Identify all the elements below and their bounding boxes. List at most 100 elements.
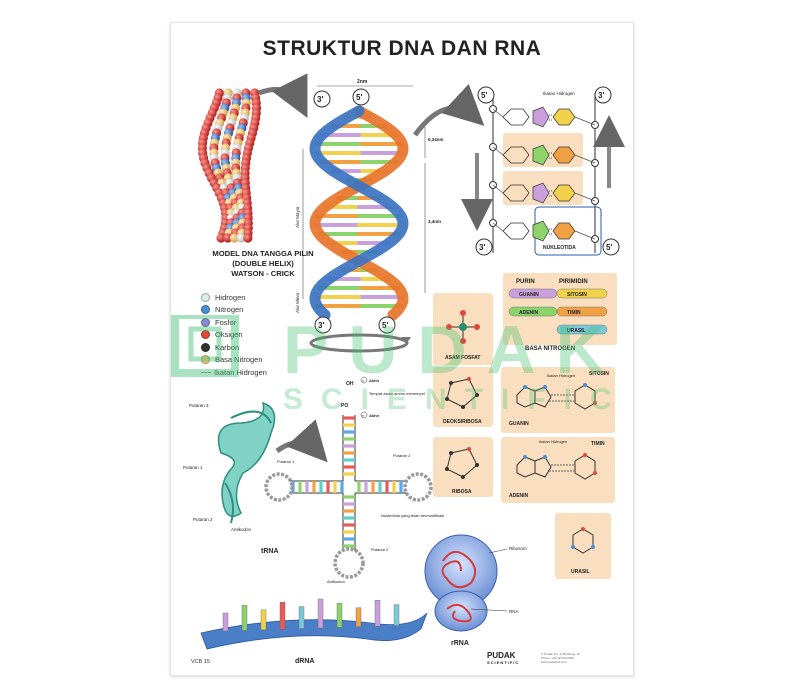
sugar-ring	[502, 108, 530, 126]
drna-nucleotide	[374, 600, 381, 627]
trna-loop-right	[403, 472, 433, 502]
arrow-helix-to-ladder	[412, 83, 485, 137]
phosphate-molecule: ASAM FOSFAT	[433, 293, 493, 365]
helix-strand	[309, 105, 409, 321]
purine-bar-label: GUANIN	[519, 292, 539, 298]
deoxyribose-label: DEOKSIRIBOSA	[443, 419, 482, 425]
legend-item: Ikatan Hidrogen	[201, 366, 311, 379]
drna-illustration	[200, 598, 428, 650]
footer-brand: PUDAK	[487, 651, 516, 660]
step-label: 0,34nm	[428, 137, 444, 142]
double-helix	[309, 105, 409, 321]
trna-3d-model: Putaran 3 Putaran 1 Putaran 2 Antikodon	[183, 401, 276, 532]
trna3d-loop2: Putaran 2	[193, 517, 213, 522]
page-title: STRUKTUR DNA DAN RNA	[262, 37, 542, 60]
legend-swatch	[201, 330, 210, 340]
legend-item: Basa Nitrogen	[201, 354, 311, 367]
pyrimidine-bar-label: TIMIN	[567, 310, 581, 316]
helix-end-5-bottom: 5'	[382, 321, 388, 330]
legend-label: Nitrogen	[215, 305, 244, 315]
trna3d-loop3: Putaran 3	[189, 403, 209, 408]
rrna-name: rRNA	[451, 640, 469, 647]
poster-code: VCB 15	[191, 659, 210, 665]
legend-label: Karbon	[215, 342, 240, 352]
purine-base	[532, 144, 550, 166]
legend-label: Hidrogen	[215, 292, 246, 302]
major-groove-label: Alur Mayor	[295, 206, 300, 228]
backbone-link	[574, 230, 596, 240]
pyrimidine-bar-label: URASIL	[567, 328, 586, 334]
atom	[229, 233, 239, 243]
model-caption-line: (DOUBLE HELIX)	[232, 259, 294, 268]
phosphate-label: ASAM FOSFAT	[445, 355, 480, 361]
backbone-link	[492, 146, 504, 156]
dna-ladder: 5' 3' 3' 5' Ikatan Hidrogen NUKLEOTIDA	[461, 86, 625, 256]
purin-header: PURIN	[516, 279, 535, 285]
footer-text: © Pudak Sci. Jl. Bandung, ID Phone: +62 …	[541, 652, 629, 664]
helix-end-3-top: 3'	[317, 95, 323, 104]
uracil-molecule: URASIL	[555, 513, 611, 579]
trna3d-anticodon: Antikodon	[231, 527, 252, 532]
trna-end-3: 3'	[362, 379, 365, 383]
pyrimidine-base	[552, 222, 576, 240]
trna-anticodon: Antikodon	[327, 579, 345, 584]
ladder-end-3-bottom: 3'	[479, 243, 485, 252]
rrna-ribosome: Ribosom	[509, 546, 527, 551]
helix-width-label: 2nm	[357, 79, 368, 85]
trna3d-loop1: Putaran 1	[183, 465, 203, 470]
trna-labels: OH 3' Akhir 5' Akhir PO Tempat asam amin…	[261, 376, 444, 584]
cytosine-label: SITOSIN	[589, 371, 609, 377]
thymine-label: TIMIN	[591, 441, 605, 447]
trna-loop2: Putaran 2	[393, 453, 411, 458]
ladder-hbond-label: Ikatan Hidrogen	[543, 91, 575, 96]
legend-label: Ikatan Hidrogen	[214, 367, 267, 377]
footer-line: www.pudaksci.com	[541, 660, 567, 664]
nucleotide-label: NUKLEOTIDA	[543, 245, 576, 251]
backbone-link	[574, 192, 596, 202]
atom	[243, 233, 253, 243]
poster: STRUKTUR DNA DAN RNA 2nm Alur Mayor Alur…	[170, 22, 634, 676]
footer-brand-sub: SCIENTIFIC	[487, 660, 520, 665]
drna-nucleotide	[355, 607, 362, 627]
helix-end-3-bottom: 3'	[318, 321, 324, 330]
legend-item: Fosfor	[201, 316, 311, 329]
legend-item: Hidrogen	[201, 291, 311, 304]
legend-swatch	[201, 371, 211, 373]
backbone-link	[492, 108, 504, 118]
purine-base	[532, 182, 550, 204]
arrow-trna3d-to-trna	[275, 419, 328, 463]
drna-nucleotide	[241, 605, 248, 631]
pyrimidine-bar-label: SITOSIN	[567, 292, 587, 298]
uracil-label: URASIL	[571, 569, 590, 575]
backbone-link	[574, 116, 596, 126]
helix-end-5-top: 5'	[356, 93, 362, 102]
trna-loop-anticodon	[333, 547, 365, 579]
adenine-label: ADENIN	[509, 493, 529, 499]
atom	[236, 233, 246, 243]
sugar-ring	[502, 222, 530, 240]
model-caption-line: MODEL DNA TANGGA PILIN	[212, 249, 314, 258]
trna-akhir-3: Akhir	[369, 378, 380, 383]
drna-nucleotide	[317, 598, 324, 629]
sugar-ring	[502, 146, 530, 164]
minor-groove-label: Alur Minor	[295, 292, 300, 313]
legend-item: Nitrogen	[201, 304, 311, 317]
pitch-label: 3,4nm	[428, 219, 441, 224]
drna-name: dRNA	[295, 658, 314, 665]
guanine-cytosine-pair: Ikatan Hidrogen GUANIN SITOSIN	[501, 367, 615, 433]
drna-nucleotide	[393, 604, 400, 626]
trna-loop1: Putaran 1	[277, 459, 295, 464]
helix-strand	[309, 105, 409, 321]
model-caption: MODEL DNA TANGGA PILIN (DOUBLE HELIX) WA…	[183, 249, 343, 279]
basa-nitrogen-label: BASA NITROGEN	[525, 346, 575, 352]
purine-base	[532, 106, 550, 128]
backbone-link	[574, 154, 596, 164]
pyrimidine-bar	[556, 306, 608, 317]
pyrimidine-bar	[556, 288, 608, 299]
drna-nucleotide	[336, 603, 343, 628]
trna-loop2b: Putaran 2	[371, 547, 389, 552]
hbond-label-at: Ikatan Hidrogen	[539, 439, 567, 444]
drna-nucleotide	[222, 612, 229, 632]
legend-item: Oksigen	[201, 329, 311, 342]
